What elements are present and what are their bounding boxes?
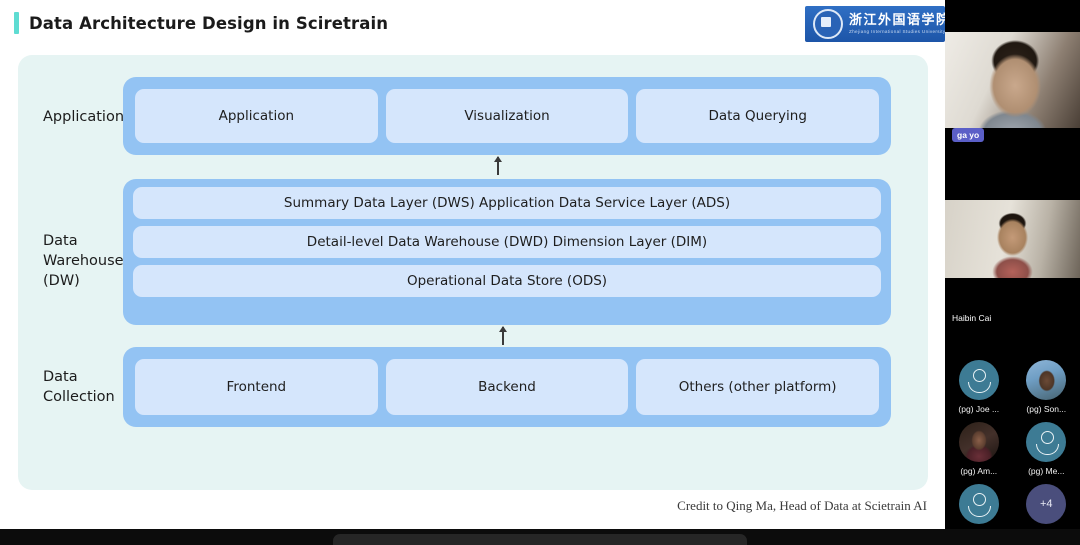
- participant-name: ga yo: [952, 128, 985, 142]
- layer-label-data-warehouse: Data Warehouse (DW): [43, 233, 124, 289]
- layer-cell[interactable]: Frontend: [135, 359, 378, 415]
- participant-item[interactable]: (pg) Am...: [945, 422, 1013, 476]
- participant-item[interactable]: (pg) Me...: [1013, 422, 1080, 476]
- layer-label-data-collection: Data Collection: [43, 369, 115, 405]
- layer-label-application: Application: [43, 109, 125, 125]
- participant-overflow[interactable]: +4: [1013, 484, 1080, 529]
- university-logo: 浙江外国语学院 Zhejiang International Studies U…: [805, 6, 949, 42]
- avatar: [958, 422, 999, 462]
- avatar-person-icon: [958, 360, 999, 400]
- title-accent-bar: [14, 12, 19, 34]
- layer-cell[interactable]: Application: [135, 89, 378, 143]
- layer-cell[interactable]: Summary Data Layer (DWS) Application Dat…: [133, 187, 881, 219]
- layer-cell[interactable]: Detail-level Data Warehouse (DWD) Dimens…: [133, 226, 881, 258]
- participant-name: Haibin Cai: [952, 313, 992, 323]
- credit-line: Credit to Qing Ma, Head of Data at Sciet…: [677, 498, 927, 513]
- layer-band-data-collection: Frontend Backend Others (other platform): [123, 347, 891, 427]
- layer-band-application: Application Visualization Data Querying: [123, 77, 891, 155]
- layer-cell[interactable]: Others (other platform): [636, 359, 880, 415]
- participant-rail: ga yo Haibin Cai (pg) Joe ... (pg) Son..…: [945, 0, 1080, 529]
- participant-item[interactable]: (pg) Lizzi...: [945, 484, 1013, 529]
- participant-label: (pg) Son...: [1026, 404, 1067, 414]
- avatar: [1026, 360, 1067, 400]
- avatar-person-icon: [1026, 422, 1067, 462]
- logo-text: 浙江外国语学院 Zhejiang International Studies U…: [849, 14, 951, 35]
- video-feed: [945, 200, 1080, 278]
- participant-label: (pg) Am...: [960, 466, 998, 476]
- video-feed: [945, 32, 1080, 128]
- participant-label: (pg) Joe ...: [958, 404, 1000, 414]
- logo-name-en: Zhejiang International Studies Universit…: [849, 28, 946, 34]
- logo-name-cn: 浙江外国语学院: [849, 12, 951, 28]
- page-title: Data Architecture Design in Sciretrain: [14, 12, 388, 34]
- layer-cell[interactable]: Visualization: [385, 89, 629, 143]
- up-arrow-icon: [494, 156, 502, 175]
- layer-cell[interactable]: Data Querying: [636, 89, 880, 143]
- meeting-toolbar[interactable]: [333, 534, 747, 545]
- seal-icon: [813, 9, 843, 39]
- overflow-count: +4: [1026, 484, 1067, 524]
- layer-cell[interactable]: Operational Data Store (ODS): [133, 265, 881, 297]
- participant-item[interactable]: (pg) Son...: [1013, 360, 1080, 414]
- participant-label: (pg) Me...: [1028, 466, 1065, 476]
- participant-grid: (pg) Joe ... (pg) Son... (pg) Am... (pg)…: [945, 360, 1080, 529]
- participant-item[interactable]: (pg) Joe ...: [945, 360, 1013, 414]
- architecture-diagram: Application Application Visualization Da…: [18, 55, 928, 490]
- title-label: Data Architecture Design in Sciretrain: [29, 13, 389, 33]
- shared-slide: Data Architecture Design in Sciretrain 浙…: [0, 0, 949, 529]
- layer-band-data-warehouse: Summary Data Layer (DWS) Application Dat…: [123, 179, 891, 325]
- avatar-person-icon: [958, 484, 999, 524]
- layer-cell[interactable]: Backend: [385, 359, 629, 415]
- participant-label: (pg) Lizzi...: [958, 528, 1000, 529]
- up-arrow-icon: [499, 326, 507, 345]
